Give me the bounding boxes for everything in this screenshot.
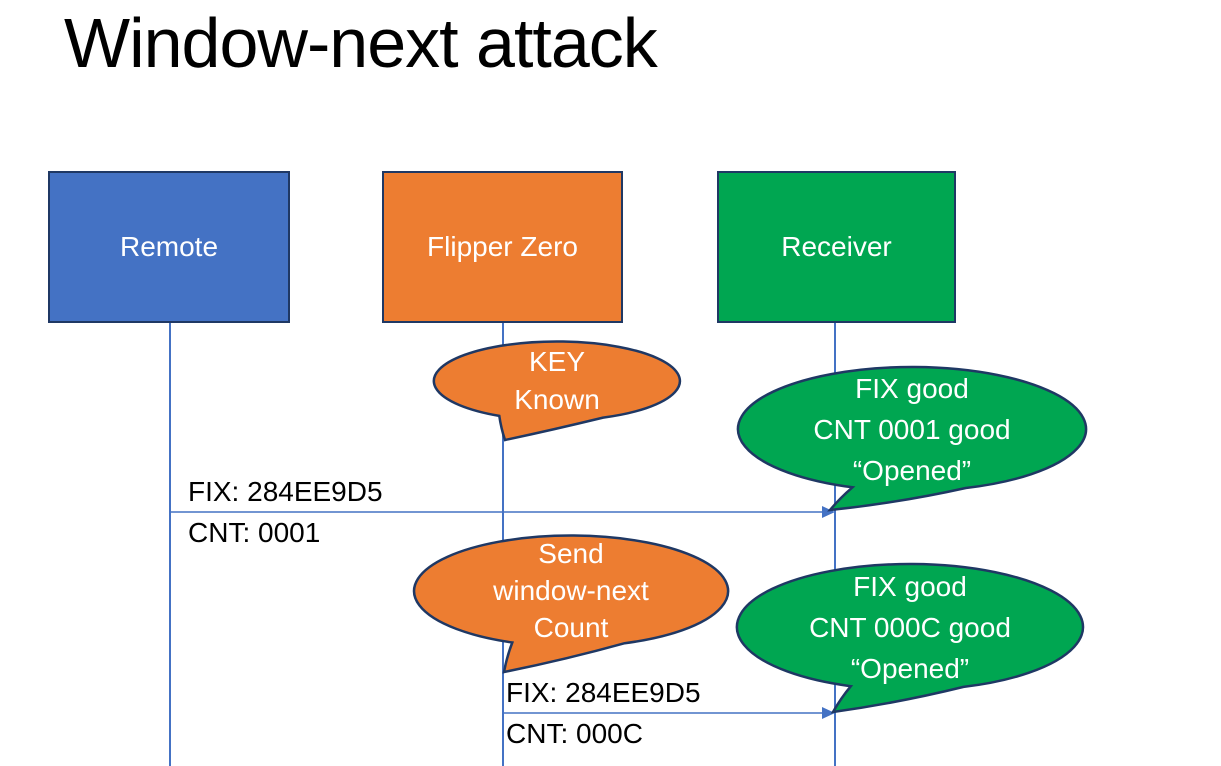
callout-line: Count xyxy=(533,611,609,643)
callout-receiver-opened-2: FIX good CNT 000C good “Opened” xyxy=(735,562,1085,714)
message2-cnt-label: CNT: 000C xyxy=(506,718,643,749)
callout-line: window-next xyxy=(493,574,649,606)
speech-bubble-shape xyxy=(736,365,1088,512)
actor-label-remote: Remote xyxy=(119,231,219,262)
message2-fix-label: FIX: 284EE9D5 xyxy=(506,677,701,708)
callout-receiver-opened-1: FIX good CNT 0001 good “Opened” xyxy=(736,365,1088,515)
callout-send-window-next-text: Send window-next Count xyxy=(412,534,730,646)
message1-fix-label: FIX: 284EE9D5 xyxy=(188,476,383,507)
arrowhead-right-icon xyxy=(822,707,835,719)
callout-send-window-next: Send window-next Count xyxy=(412,534,730,674)
actor-box-receiver: Receiver xyxy=(717,171,956,323)
callout-key-known: KEY Known xyxy=(432,340,682,442)
callout-line: Known xyxy=(514,384,600,415)
actor-box-remote: Remote xyxy=(48,171,290,323)
speech-bubble-shape xyxy=(735,562,1085,714)
actor-label-receiver: Receiver xyxy=(781,231,892,262)
callout-receiver-opened-2-text: FIX good CNT 000C good “Opened” xyxy=(735,562,1085,692)
lifeline-remote xyxy=(169,322,171,766)
callout-key-known-text: KEY Known xyxy=(432,340,682,422)
message-arrow-1 xyxy=(170,506,835,518)
lifeline-receiver xyxy=(834,322,836,766)
callout-line: Send xyxy=(538,537,604,569)
callout-line: KEY xyxy=(528,346,586,377)
callout-line: FIX good xyxy=(853,570,967,602)
actor-box-flipper-zero: Flipper Zero xyxy=(382,171,623,323)
arrowhead-right-icon xyxy=(822,506,835,518)
message1-cnt-label: CNT: 0001 xyxy=(188,517,321,548)
callout-line: CNT 0001 good xyxy=(813,413,1011,445)
speech-bubble-shape xyxy=(432,340,682,442)
callout-receiver-opened-1-text: FIX good CNT 0001 good “Opened” xyxy=(736,365,1088,493)
callout-line: CNT 000C good xyxy=(809,611,1011,643)
speech-bubble-shape xyxy=(412,534,730,674)
slide-title: Window-next attack xyxy=(64,4,658,82)
callout-line: FIX good xyxy=(855,372,969,404)
callout-line: “Opened” xyxy=(850,652,970,684)
callout-line: “Opened” xyxy=(852,454,972,486)
actor-label-flipper-zero: Flipper Zero xyxy=(427,231,578,262)
message-arrow-2 xyxy=(503,707,835,719)
